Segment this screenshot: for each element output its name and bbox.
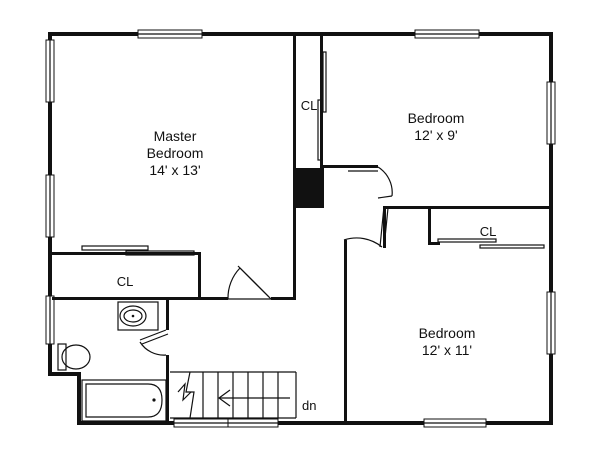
wall-bath-east: [166, 300, 169, 330]
wall-bed2-closet-left: [428, 209, 431, 245]
exterior-wall-right: [549, 32, 553, 425]
exterior-wall-lower-left-step: [48, 372, 80, 376]
master-door-swing: [227, 267, 241, 300]
wall-bed1-east-of-door: [383, 206, 386, 248]
stairs: [170, 371, 297, 419]
master-bedroom-line2: Bedroom: [147, 145, 204, 161]
stairs-direction-label: dn: [302, 398, 316, 413]
wall-bed2-closet-bottom-left: [428, 242, 440, 245]
bedroom-2-closet-label: CL: [480, 224, 497, 239]
bedroom-1-size: 12' x 9': [414, 127, 457, 143]
wall-master-south-2: [271, 297, 296, 300]
exterior-wall-lower-left: [77, 372, 81, 425]
bathtub: [81, 379, 167, 422]
wall-bed2-west: [344, 240, 347, 423]
wall-master-south-1: [52, 297, 228, 300]
labels: Master Bedroom 14' x 13' Bedroom 12' x 9…: [117, 98, 497, 413]
bath-door-swing: [139, 341, 167, 356]
sink-basin: [119, 305, 147, 327]
bathtub-inner: [85, 383, 163, 418]
wall-bath-east-lower: [166, 355, 169, 423]
exterior-wall-bottom: [77, 421, 553, 425]
bedroom-1-closet-label: CL: [301, 98, 318, 113]
bedroom-1-name: Bedroom: [408, 110, 465, 126]
bedroom2-door-swing: [343, 237, 383, 248]
bathroom-fixtures: [57, 301, 167, 422]
sink-counter: [117, 301, 159, 331]
chimney: [296, 168, 324, 208]
wall-master-closet-right: [198, 252, 201, 300]
exterior-walls: [48, 32, 553, 425]
windows: [45, 29, 556, 428]
master-bedroom-size: 14' x 13': [149, 162, 200, 178]
toilet-bowl: [61, 344, 91, 370]
wall-master-east: [293, 34, 296, 299]
swing-doors: [139, 166, 393, 356]
wall-bed1-bottom: [383, 206, 551, 209]
exterior-wall-top: [48, 32, 553, 36]
master-bedroom-line1: Master: [154, 128, 197, 144]
interior-walls: [52, 34, 551, 423]
closet-doors: [81, 51, 545, 256]
toilet-tank: [57, 343, 67, 371]
bedroom1-door-swing: [377, 166, 393, 197]
master-closet-label: CL: [117, 274, 134, 289]
bedroom-2-size: 12' x 11': [422, 342, 472, 358]
stair-arrowhead: [217, 389, 231, 407]
bedroom-2-name: Bedroom: [419, 325, 476, 341]
stair-break-line: [185, 371, 195, 419]
